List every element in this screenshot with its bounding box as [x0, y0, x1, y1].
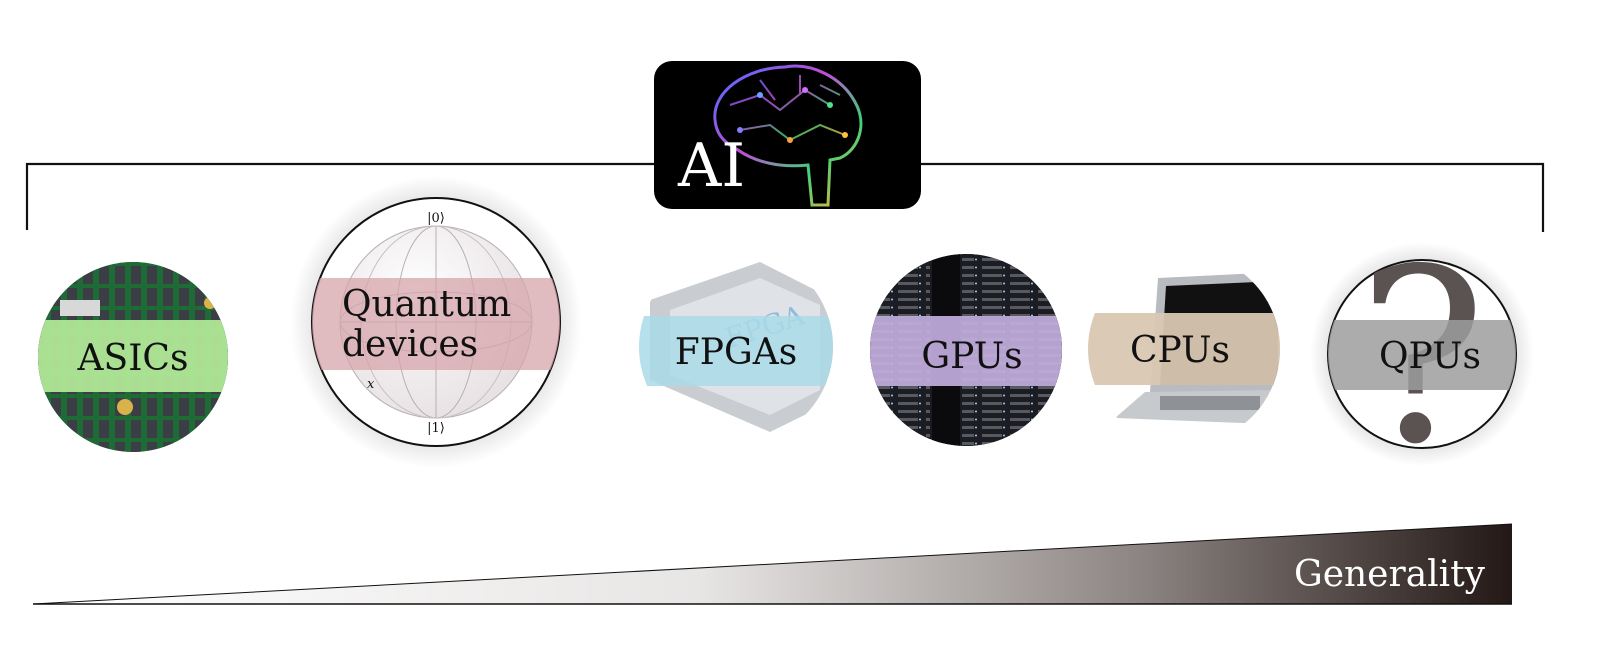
- qpus-label: QPUs: [1379, 336, 1481, 377]
- quantum-label-line1: Quantum: [342, 284, 511, 325]
- circuit-board-icon: [38, 262, 228, 452]
- fpga-chip-icon: FPGA: [639, 250, 833, 444]
- device-asics: ASICs: [38, 262, 228, 452]
- brain-circuit-icon: [713, 64, 863, 207]
- bloch-sphere-icon: [312, 225, 560, 419]
- ai-node: AI: [654, 61, 921, 209]
- sphere-top-label: |0⟩: [427, 211, 445, 226]
- asics-label: ASICs: [77, 338, 189, 379]
- quantum-label-line2: devices: [342, 324, 478, 365]
- question-mark-icon: ?: [1328, 260, 1516, 448]
- laptop-icon: [1088, 253, 1280, 445]
- fpgas-label: FPGAs: [675, 332, 797, 373]
- generality-label: Generality: [1294, 554, 1486, 595]
- device-fpgas: FPGA FPGAs: [639, 250, 833, 444]
- device-quantum: |0⟩ |1⟩ x Quantum devices: [290, 176, 582, 468]
- device-gpus: GPUs: [870, 254, 1062, 446]
- sphere-bottom-label: |1⟩: [427, 421, 445, 436]
- cpus-label: CPUs: [1130, 330, 1230, 371]
- hierarchy-bracket: [25, 162, 1545, 232]
- device-qpus: ? QPUs: [1310, 242, 1534, 466]
- gpus-label: GPUs: [921, 336, 1022, 377]
- generality-wedge: Generality: [32, 523, 1513, 605]
- ai-label: AI: [677, 131, 745, 201]
- sphere-axis-label: x: [367, 377, 375, 392]
- device-cpus: CPUs: [1088, 253, 1280, 445]
